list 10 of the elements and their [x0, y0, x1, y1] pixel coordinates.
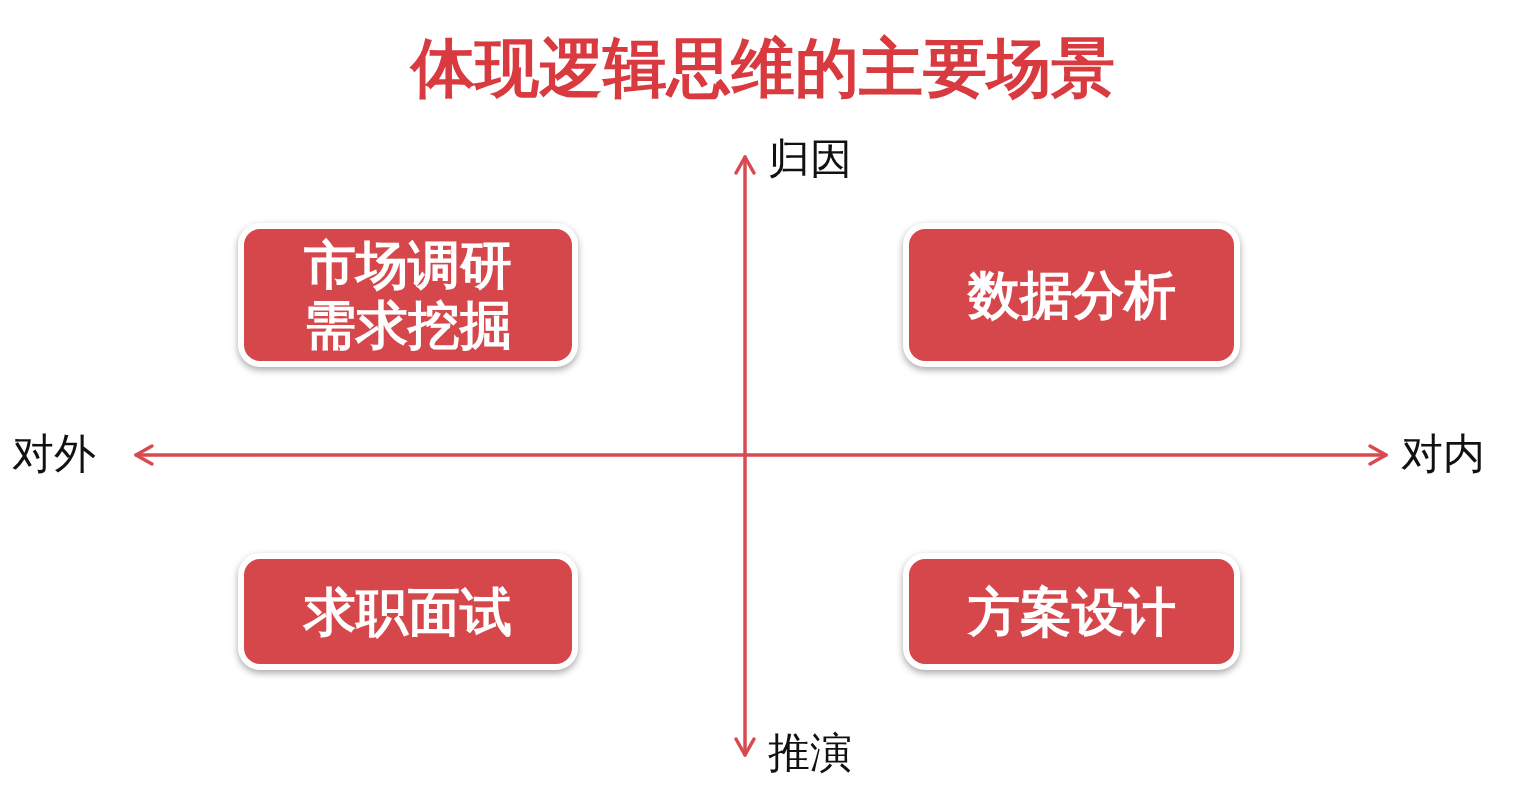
scenario-label: 数据分析 [967, 265, 1176, 325]
axis-label: 对外 [12, 429, 96, 479]
scenario-label: 需求挖掘 [304, 295, 512, 355]
title: 体现逻辑思维的主要场景 [410, 30, 1115, 107]
axis-label: 归因 [768, 134, 852, 184]
scenario-label: 市场调研 [304, 235, 512, 295]
axis-label: 对内 [1401, 429, 1485, 479]
scenario-label: 方案设计 [967, 581, 1176, 642]
axis-label: 推演 [768, 728, 852, 778]
scenario-label: 求职面试 [304, 581, 512, 642]
